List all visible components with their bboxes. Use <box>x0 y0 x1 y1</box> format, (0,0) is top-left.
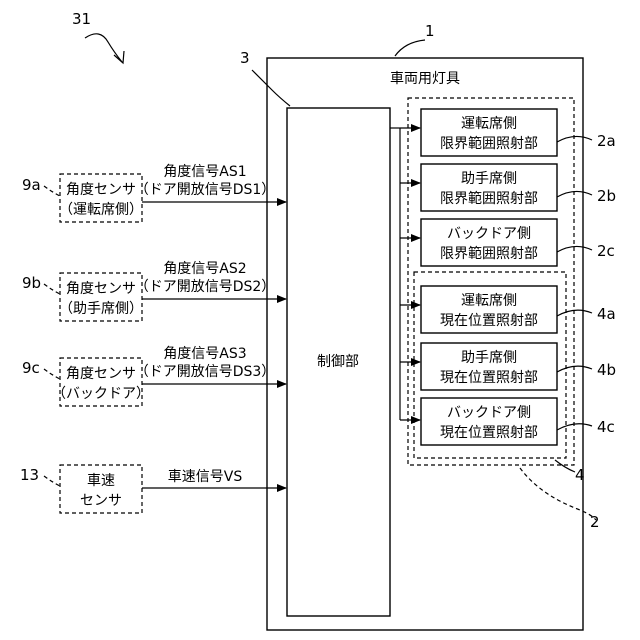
sensor-9a-ref-leader <box>44 186 60 196</box>
position-group-ref-label: 4 <box>575 466 585 484</box>
sensor-13-line2: センサ <box>80 493 122 509</box>
sensor-9c-signal1: 角度信号AS3 <box>163 346 246 362</box>
unit-4a-ref-label: 4a <box>597 305 616 323</box>
unit-2b-line2: 限界範囲照射部 <box>440 190 538 207</box>
controller-label: 制御部 <box>317 354 359 370</box>
sensor-9b-ref-label: 9b <box>22 274 41 292</box>
sensor-13-signal1: 車速信号VS <box>168 468 243 485</box>
sensor-9b-line2: （助手席側） <box>59 301 143 317</box>
sensor-9b: 角度センサ （助手席側） 9b 角度信号AS2 （ドア開放信号DS2） <box>22 261 286 321</box>
unit-2c-line1: バックドア側 <box>447 226 531 242</box>
sensor-13-ref-label: 13 <box>20 466 39 484</box>
sensor-9a: 角度センサ （運転席側） 9a 角度信号AS1 （ドア開放信号DS1） <box>22 164 286 222</box>
sensor-9c-line2: （バックドア） <box>52 386 150 402</box>
sensor-9b-signal2: （ドア開放信号DS2） <box>135 279 276 295</box>
sensor-9c-ref-leader <box>44 369 60 379</box>
unit-4a-line1: 運転席側 <box>461 293 517 309</box>
sensor-9c-line1: 角度センサ <box>66 366 136 382</box>
unit-2a-line2: 限界範囲照射部 <box>440 135 538 152</box>
unit-2b-line1: 助手席側 <box>461 171 517 187</box>
controller-ref-label: 3 <box>240 49 250 67</box>
unit-2c-line2: 限界範囲照射部 <box>440 245 538 262</box>
unit-2c-ref-label: 2c <box>597 242 615 260</box>
unit-4b-line1: 助手席側 <box>461 350 517 366</box>
sensor-13-ref-leader <box>44 476 60 486</box>
unit-4c-ref-label: 4c <box>597 418 615 436</box>
lamp-ref-label: 1 <box>425 22 435 40</box>
unit-2b-ref-label: 2b <box>597 187 616 205</box>
lamp-ref-leader <box>395 40 425 56</box>
unit-4a-line2: 現在位置照射部 <box>440 313 538 329</box>
sensor-9a-line2: （運転席側） <box>59 202 143 218</box>
sensor-9a-line1: 角度センサ <box>66 182 136 198</box>
limit-group-ref-label: 2 <box>590 513 600 531</box>
sensor-9a-signal2: （ドア開放信号DS1） <box>135 182 276 198</box>
unit-2a-ref-label: 2a <box>597 132 616 150</box>
sensor-9b-ref-leader <box>44 284 60 294</box>
vehicle-lamp-title: 車両用灯具 <box>390 70 460 87</box>
unit-2a-line1: 運転席側 <box>461 116 517 132</box>
sensor-9a-ref-label: 9a <box>22 176 41 194</box>
sensor-9c-signal2: （ドア開放信号DS3） <box>135 364 276 380</box>
unit-4b-ref-label: 4b <box>597 361 616 379</box>
sensor-13: 車速 センサ 13 車速信号VS <box>20 465 286 513</box>
sensor-9b-signal1: 角度信号AS2 <box>163 261 246 277</box>
sensor-9a-signal1: 角度信号AS1 <box>163 164 246 180</box>
sensor-13-line1: 車速 <box>87 472 115 489</box>
sensor-9b-line1: 角度センサ <box>66 281 136 297</box>
unit-4c-line1: バックドア側 <box>447 405 531 421</box>
sensor-9c-ref-label: 9c <box>22 359 40 377</box>
system-ref-label: 31 <box>72 10 91 28</box>
sensor-9c: 角度センサ （バックドア） 9c 角度信号AS3 （ドア開放信号DS3） <box>22 346 286 406</box>
unit-4b-line2: 現在位置照射部 <box>440 370 538 386</box>
unit-4c-line2: 現在位置照射部 <box>440 425 538 441</box>
